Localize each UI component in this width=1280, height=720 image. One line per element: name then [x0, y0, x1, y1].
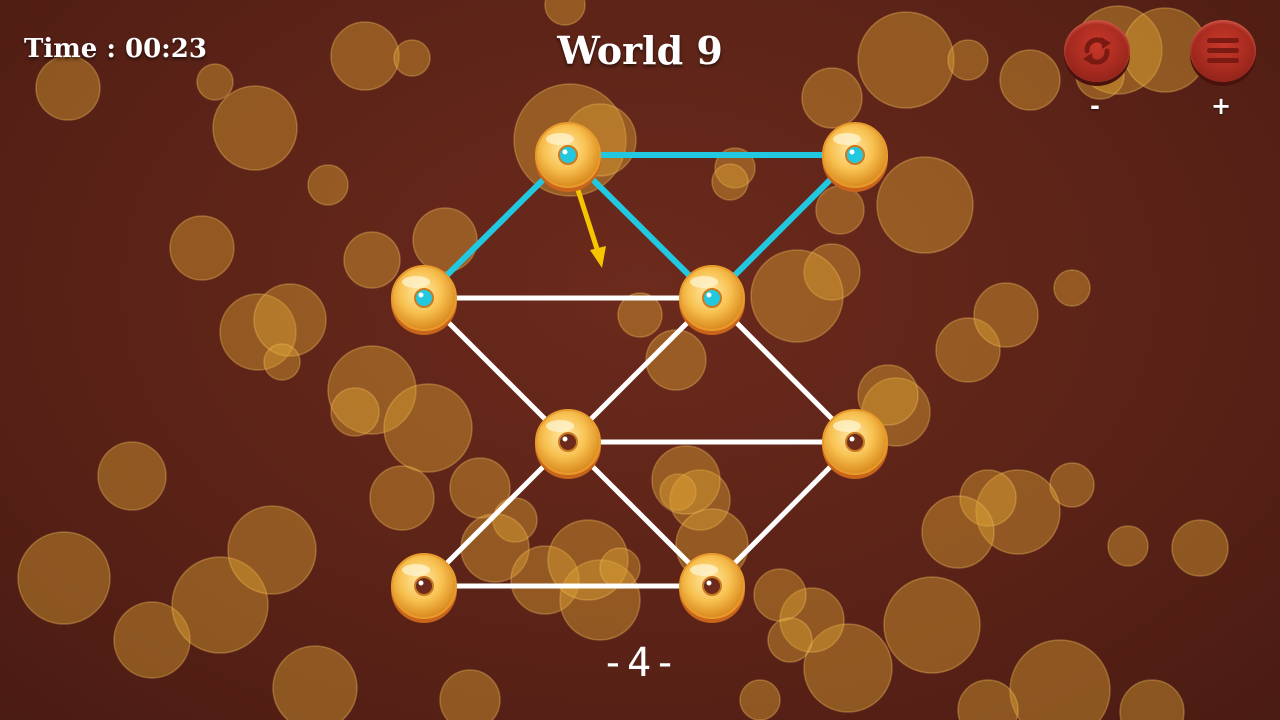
donut-node[interactable] [535, 122, 601, 192]
bokeh-circle [412, 207, 478, 273]
zoom-out-button[interactable]: - [1090, 92, 1100, 120]
bokeh-circle [196, 63, 234, 101]
bokeh-circle [876, 156, 974, 254]
donut-node[interactable] [679, 553, 745, 623]
bokeh-circle [227, 505, 317, 595]
bokeh-circle [935, 317, 1001, 383]
hint-arrow [575, 187, 606, 268]
bokeh-circle [975, 469, 1061, 555]
bokeh-circle [883, 576, 981, 674]
donut-node[interactable] [391, 265, 457, 335]
bokeh-circle [999, 49, 1061, 111]
bokeh-circle [750, 249, 844, 343]
bokeh-circle [645, 329, 707, 391]
bokeh-circle [1171, 519, 1229, 577]
bokeh-circle [1049, 462, 1095, 508]
bokeh-circle [857, 364, 919, 426]
bokeh-circle [369, 465, 435, 531]
bokeh-circle [330, 387, 380, 437]
bokeh-circle [113, 601, 191, 679]
bokeh-circle [510, 545, 580, 615]
bokeh-circle [779, 587, 845, 653]
bokeh-circle [739, 679, 781, 720]
bokeh-circle [857, 11, 955, 109]
bokeh-circle [17, 531, 111, 625]
bokeh-circle [253, 283, 327, 357]
world-title: World 9 [557, 28, 723, 73]
bokeh-circle [651, 445, 721, 515]
bokeh-circle [219, 293, 297, 371]
zoom-in-button[interactable]: + [1211, 92, 1232, 120]
bokeh-circle [330, 21, 400, 91]
bokeh-circle [544, 0, 586, 26]
bokeh-circle [547, 519, 629, 601]
bokeh-circle [801, 67, 863, 129]
moves-counter: -4- [600, 640, 680, 686]
bokeh-circle [169, 215, 235, 281]
bokeh-circle [327, 345, 417, 435]
bokeh-circle [263, 343, 301, 381]
bokeh-circle [711, 163, 749, 201]
donut-node[interactable] [822, 409, 888, 479]
bokeh-circle [957, 679, 1019, 720]
bokeh-circle [803, 243, 861, 301]
bokeh-circle [617, 292, 663, 338]
bokeh-circle [659, 473, 697, 511]
donut-node[interactable] [822, 122, 888, 192]
timer-text: Time : 00:23 [24, 34, 207, 64]
bokeh-circle [973, 282, 1039, 348]
bokeh-circle [272, 645, 358, 720]
bokeh-circle [669, 469, 731, 531]
donut-node[interactable] [535, 409, 601, 479]
bokeh-circle [1053, 269, 1091, 307]
restart-arrows-icon [1083, 37, 1111, 65]
bokeh-circle [171, 556, 269, 654]
bokeh-circle [803, 623, 893, 713]
menu-button[interactable] [1190, 20, 1256, 82]
bokeh-circle [1107, 525, 1149, 567]
bokeh-circle [393, 39, 431, 77]
restart-button[interactable] [1064, 20, 1130, 82]
bokeh-circle [212, 85, 298, 171]
donut-node[interactable] [391, 553, 457, 623]
bokeh-circle [307, 164, 349, 206]
bokeh-circle [921, 495, 995, 569]
bokeh-circle [1119, 679, 1185, 720]
menu-lines-icon [1207, 38, 1239, 63]
bokeh-circle [35, 55, 101, 121]
bokeh-circle [1009, 639, 1111, 720]
bokeh-circle [449, 457, 511, 519]
bokeh-circle [767, 617, 813, 663]
bokeh-circle [97, 441, 167, 511]
donut-node[interactable] [679, 265, 745, 335]
bokeh-circle [439, 669, 501, 720]
bokeh-circle [559, 559, 641, 641]
bokeh-circle [947, 39, 989, 81]
bokeh-circle [753, 568, 807, 622]
bokeh-circle [959, 469, 1017, 527]
bokeh-circle [383, 383, 473, 473]
bokeh-circle [343, 231, 401, 289]
